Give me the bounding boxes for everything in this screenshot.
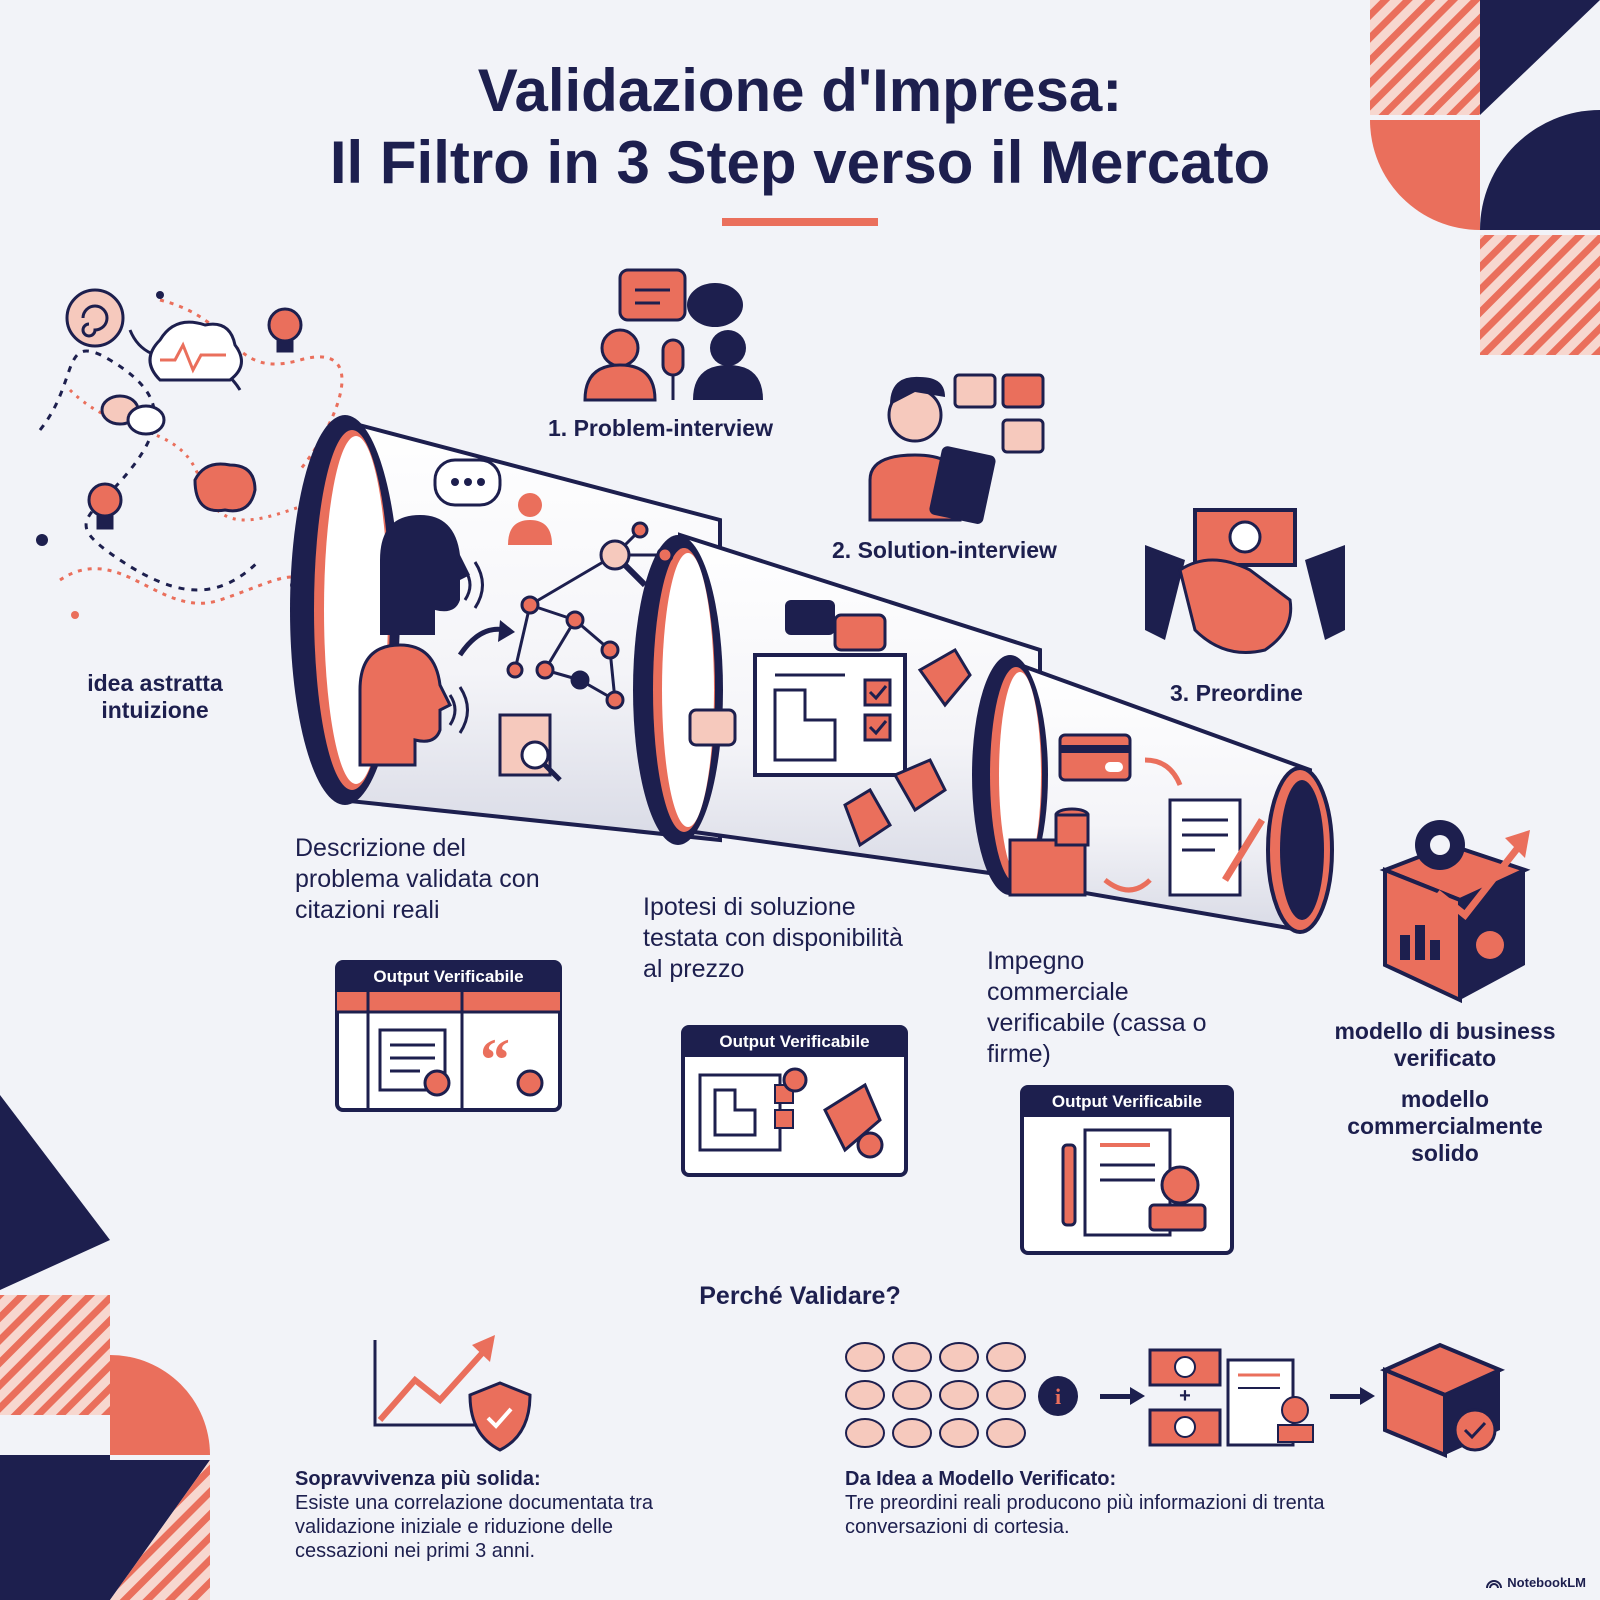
svg-text:“: “: [480, 1027, 510, 1093]
output-card-2-header: Output Verificabile: [683, 1027, 906, 1057]
step-3-description-line: verificabile (cassa o: [987, 1009, 1207, 1037]
step-3-description-line: Impegno: [987, 947, 1085, 975]
blueprint-feedback-icon: [688, 600, 972, 848]
page-title: Validazione d'Impresa: Il Filtro in 3 St…: [0, 55, 1600, 199]
title-line-2: Il Filtro in 3 Step verso il Mercato: [329, 129, 1271, 196]
growth-box-icon: [1379, 820, 1531, 1004]
svg-text:i: i: [1055, 1384, 1061, 1409]
corner-decoration-bottom-left: [0, 1095, 210, 1600]
why-right-title: Da Idea a Modello Verificato:: [845, 1468, 1117, 1490]
step-3-description-line: commerciale: [987, 978, 1129, 1006]
growth-shield-icon: [373, 1335, 532, 1452]
end-label-line: modello di business: [1334, 1018, 1556, 1044]
end-label-line: solido: [1411, 1140, 1479, 1166]
step-1-label: 1. Problem-interview: [548, 415, 773, 441]
handshake-money-icon: [1145, 508, 1345, 654]
end-label-commercial-model: modello commercialmente solido: [1300, 1086, 1590, 1167]
team-interview-icon: [583, 268, 763, 402]
brand-watermark: NotebookLM: [1486, 1575, 1586, 1590]
step-2-description-line: al prezzo: [643, 955, 745, 983]
end-label-line: verificato: [1393, 1045, 1497, 1071]
output-card-3-header: Output Verificabile: [1022, 1087, 1232, 1117]
document-search-icon: [498, 713, 562, 782]
notebooklm-logo-icon: [1486, 1579, 1503, 1588]
why-left-text-line: validazione iniziale e riduzione delle: [295, 1516, 613, 1538]
package-check-icon: [1379, 1342, 1506, 1458]
start-label: idea astratta intuizione: [55, 670, 255, 724]
person-tablet-icon: [868, 373, 1045, 524]
why-left-text-line: cessazioni nei primi 3 anni.: [295, 1540, 536, 1562]
why-left-text-line: Esiste una correlazione documentata tra: [295, 1492, 653, 1514]
title-underline: [722, 218, 878, 226]
step-1-description: Descrizione del problema validata con ci…: [295, 833, 625, 926]
end-label-line: modello: [1400, 1086, 1490, 1112]
why-right-text-line: conversazioni di cortesia.: [845, 1516, 1070, 1538]
why-heading: Perché Validare?: [699, 1282, 901, 1310]
end-label-business-model: modello di business verificato: [1300, 1018, 1590, 1072]
interview-heads-icon: [358, 458, 552, 767]
step-2-label: 2. Solution-interview: [832, 537, 1057, 563]
output-card-1-art: “: [335, 960, 562, 1112]
question-bubbles-icon: [845, 1342, 1026, 1448]
why-left-title: Sopravvivenza più solida:: [295, 1468, 541, 1490]
output-card-3-art: [1020, 1085, 1234, 1255]
step-2-description-line: Ipotesi di soluzione: [643, 893, 856, 921]
brand-name: NotebookLM: [1507, 1575, 1586, 1590]
step-2-description: Ipotesi di soluzione testata con disponi…: [643, 892, 983, 985]
network-analysis-icon: [506, 521, 674, 710]
why-right-text-line: Tre preordini reali producono più inform…: [845, 1492, 1325, 1514]
output-card-2-art: [681, 1025, 908, 1177]
step-1-description-line: citazioni reali: [295, 896, 440, 924]
output-card-1-header: Output Verificabile: [337, 962, 560, 992]
why-right-block: Da Idea a Modello Verificato: Tre preord…: [845, 1467, 1485, 1539]
step-2-description-line: testata con disponibilità: [643, 924, 903, 952]
info-icon: i: [1038, 1376, 1078, 1416]
step-3-label: 3. Preordine: [1170, 680, 1303, 706]
start-label-line-2: intuizione: [101, 697, 209, 723]
step-3-description: Impegno commerciale verificabile (cassa …: [987, 946, 1277, 1070]
start-label-line-1: idea astratta: [87, 670, 223, 696]
end-label-line: commercialmente: [1347, 1113, 1543, 1139]
step-3-description-line: firme): [987, 1040, 1051, 1068]
step-1-description-line: problema validata con: [295, 865, 540, 893]
arrow-icon: [1100, 1387, 1375, 1405]
why-left-block: Sopravvivenza più solida: Esiste una cor…: [295, 1467, 775, 1563]
title-line-1: Validazione d'Impresa:: [477, 57, 1123, 124]
money-contract-icon: +: [1148, 1348, 1314, 1447]
payment-contract-icon: [1008, 733, 1265, 897]
step-1-description-line: Descrizione del: [295, 834, 466, 862]
corner-decoration-top-right: [1370, 0, 1600, 355]
svg-text:+: +: [1179, 1385, 1191, 1407]
